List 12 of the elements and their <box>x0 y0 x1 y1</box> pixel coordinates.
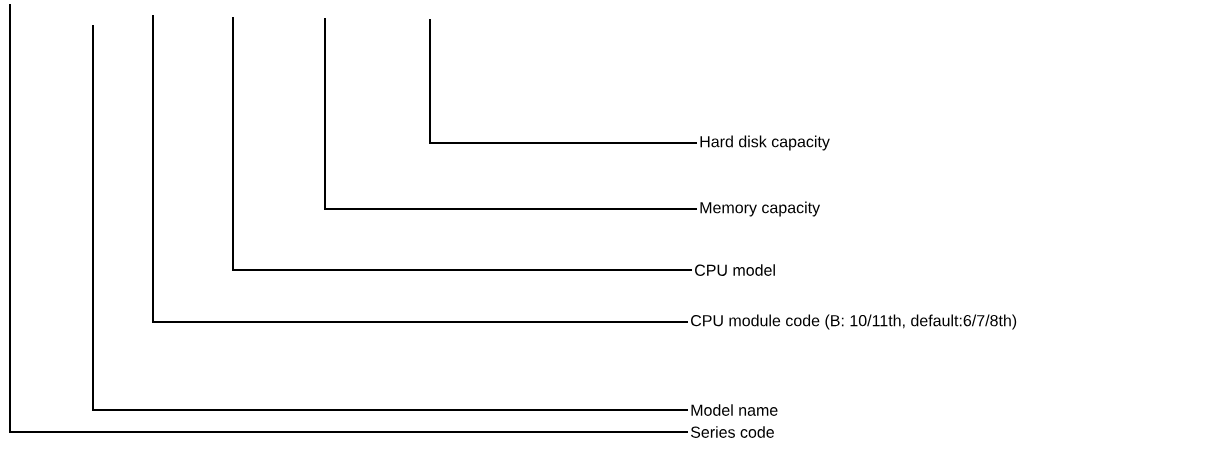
leader-line <box>92 24 689 411</box>
leader-label: Hard disk capacity <box>700 135 830 151</box>
leader-line <box>324 17 698 210</box>
leader-label: Model name <box>691 404 778 416</box>
leader-label: CPU module code (B: 10/11th, default:6/7/8th) <box>691 314 1017 330</box>
leader-line <box>9 3 689 433</box>
leader-line <box>232 16 693 271</box>
leader-label: Memory capacity <box>700 201 821 217</box>
leader-label: CPU model <box>695 264 775 276</box>
leader-line <box>152 14 689 323</box>
leader-label: Series code <box>690 426 774 438</box>
leader-line <box>429 18 698 144</box>
